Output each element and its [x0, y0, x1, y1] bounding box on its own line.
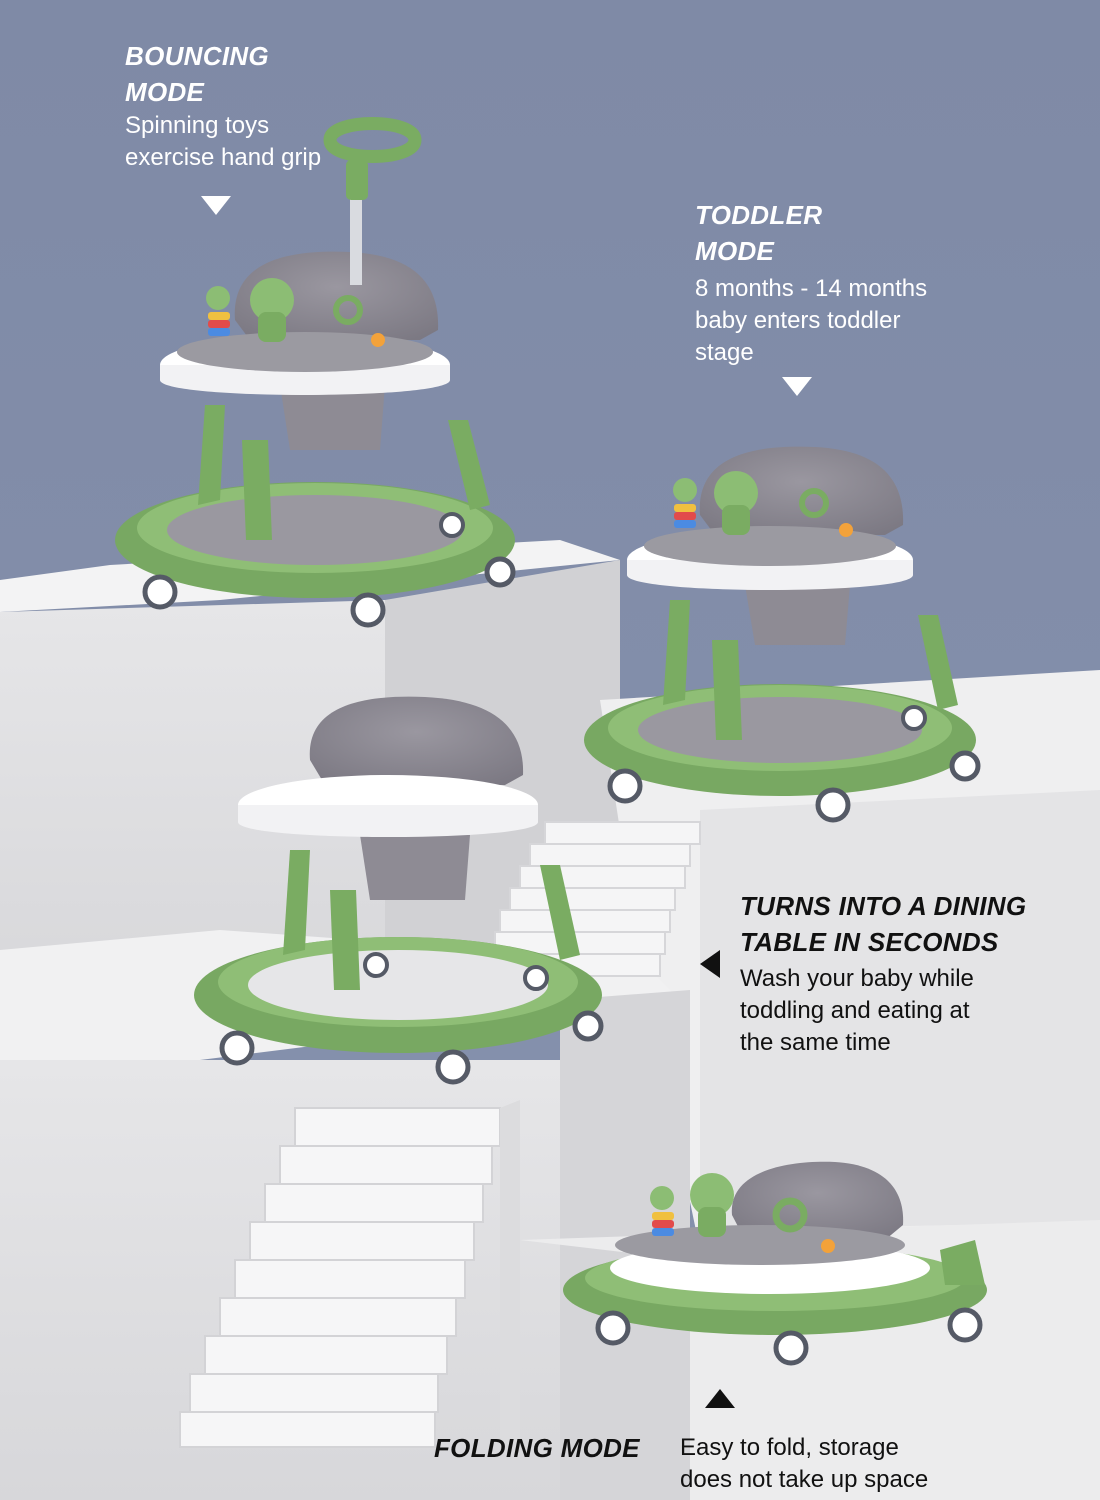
dining-mode-heading: TURNS INTO A DINING TABLE IN SECONDS — [740, 888, 1026, 960]
description-line: the same time — [740, 1029, 891, 1056]
heading-line: MODE — [125, 77, 205, 107]
description-line: baby enters toddler — [695, 307, 901, 334]
bouncing-mode-heading: BOUNCING MODE — [125, 38, 321, 110]
description-line: stage — [695, 339, 754, 366]
dining-mode-section: TURNS INTO A DINING TABLE IN SECONDS Was… — [740, 888, 1026, 1059]
heading-line: TURNS INTO A DINING — [740, 891, 1027, 921]
dining-mode-description: Wash your baby while toddling and eating… — [740, 963, 1026, 1059]
description-line: Easy to fold, storage — [680, 1434, 899, 1461]
arrow-down-icon — [201, 196, 231, 215]
arrow-up-icon — [705, 1389, 735, 1408]
heading-line: MODE — [695, 236, 775, 266]
description-line: does not take up space — [680, 1466, 929, 1493]
toddler-mode-section: TODDLER MODE 8 months - 14 months baby e… — [695, 197, 927, 369]
bouncing-mode-description: Spinning toys exercise hand grip — [125, 110, 321, 174]
folding-mode-heading: FOLDING MODE — [434, 1430, 640, 1466]
description-line: exercise hand grip — [125, 144, 322, 171]
description-line: 8 months - 14 months — [695, 275, 928, 302]
description-line: Wash your baby while — [740, 965, 974, 992]
walker-bouncing — [115, 117, 516, 628]
stairs-lower — [179, 1107, 501, 1448]
folding-mode-description: Easy to fold, storage does not take up s… — [680, 1432, 928, 1496]
walker-folding — [563, 1161, 987, 1366]
toddler-mode-description: 8 months - 14 months baby enters toddler… — [695, 273, 927, 369]
toddler-mode-heading: TODDLER MODE — [695, 197, 927, 269]
description-line: toddling and eating at — [740, 997, 970, 1024]
walker-dining — [194, 696, 604, 1085]
arrow-down-icon — [782, 377, 812, 396]
arrow-left-icon — [700, 950, 720, 978]
heading-line: BOUNCING — [125, 41, 269, 71]
bouncing-mode-section: BOUNCING MODE Spinning toys exercise han… — [125, 38, 321, 174]
walker-toddler — [584, 446, 981, 823]
description-line: Spinning toys — [125, 112, 270, 139]
heading-line: TABLE IN SECONDS — [740, 927, 999, 957]
heading-line: FOLDING MODE — [434, 1433, 640, 1463]
heading-line: TODDLER — [695, 200, 823, 230]
